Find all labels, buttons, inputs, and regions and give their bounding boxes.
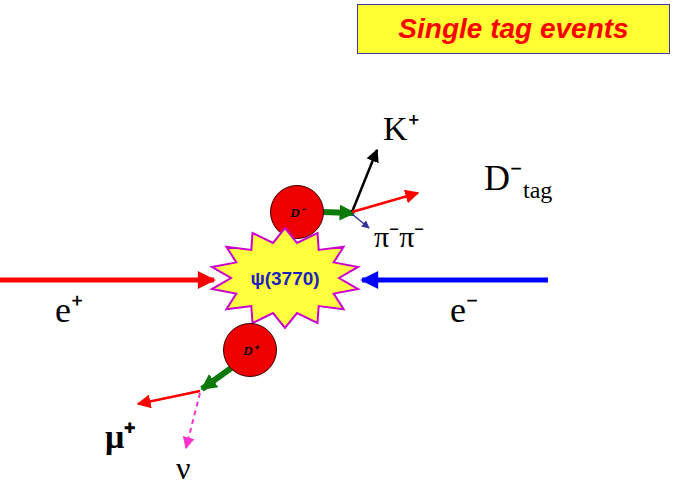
meson-label: D⁺ [243,344,256,357]
particle-label: π⁻π⁻ [374,222,424,252]
beam-label: e⁺ [55,292,83,328]
muon-track [138,391,200,404]
kaon-track [352,150,377,212]
beam-label: e⁻ [450,292,478,328]
particle-label: μ⁺ [105,420,135,454]
electron-beam [362,278,548,283]
tag-subscript: tag [523,178,552,202]
meson-circle: D⁺ [223,323,277,377]
meson-label: D⁻ [290,206,303,219]
meson-circle: D⁻ [270,185,324,239]
positron-beam [0,278,214,283]
resonance-starburst: ψ(3770) [208,226,362,330]
tag-label: D⁻ [484,160,522,196]
neutrino-track [186,393,200,448]
title-box: Single tag events [357,4,670,54]
resonance-label: ψ(3770) [250,269,319,288]
pion-track [352,193,418,212]
meson-flight-arrow [322,212,354,213]
particle-label: ν [176,452,190,484]
starburst-shape [212,228,358,328]
meson-flight-arrow [202,366,234,389]
box-title: Single tag events [398,15,628,43]
pion-track [352,214,369,228]
particle-label: K⁺ [383,112,419,146]
